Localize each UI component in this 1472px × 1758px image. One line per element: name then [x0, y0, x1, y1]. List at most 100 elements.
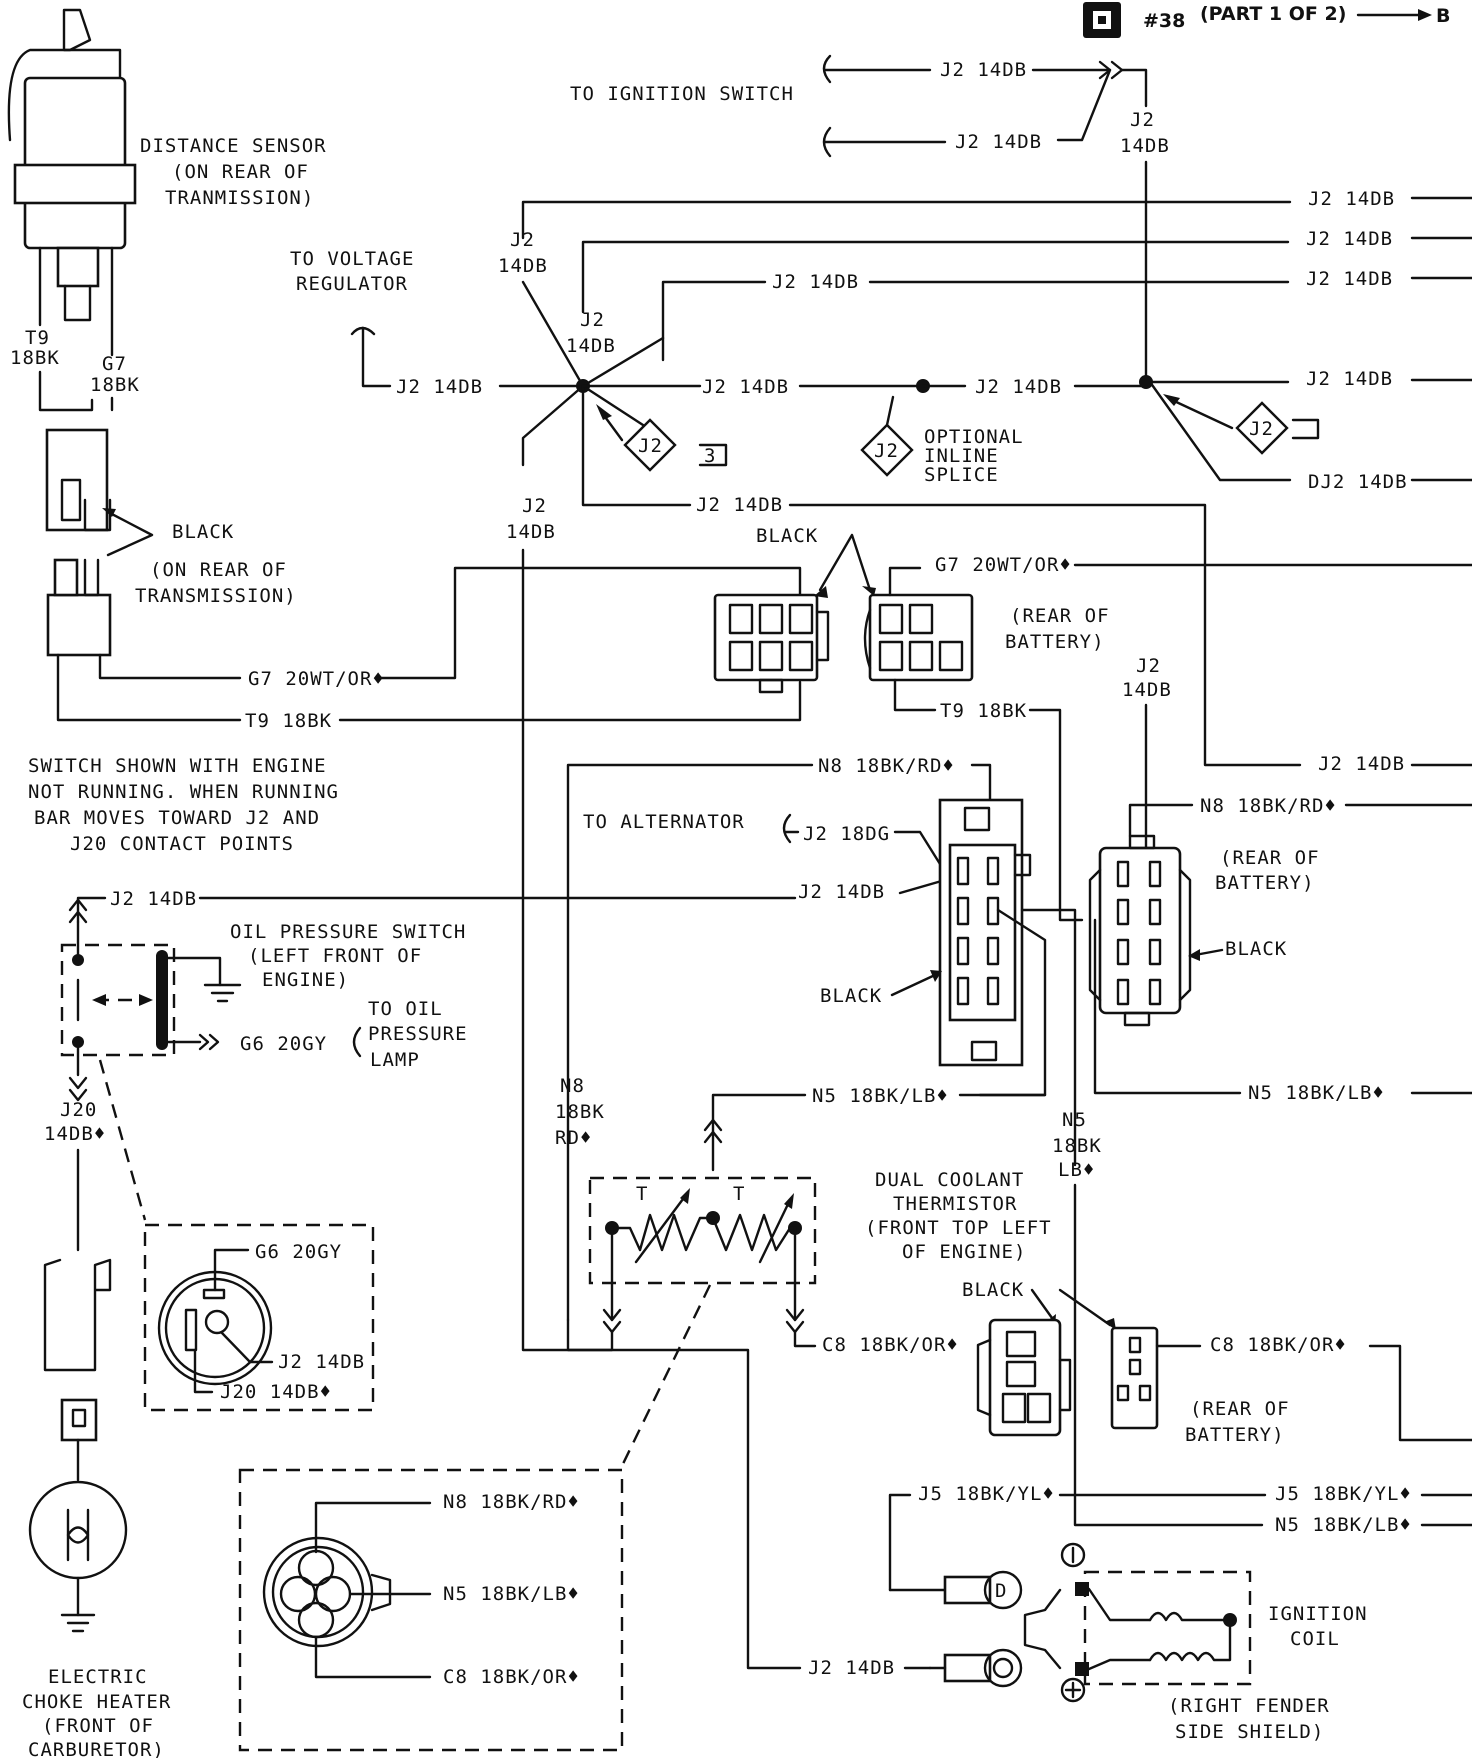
- svg-text:J2 14DB: J2 14DB: [1306, 368, 1393, 390]
- central-splice: J2 14DB J2 14DB TO VOLTAGE REGULATOR J2 …: [290, 229, 1472, 1679]
- svg-text:TRANMISSION): TRANMISSION): [165, 187, 314, 209]
- svg-text:THERMISTOR: THERMISTOR: [893, 1193, 1017, 1215]
- svg-text:G7: G7: [102, 353, 127, 375]
- svg-text:OPTIONAL: OPTIONAL: [924, 426, 1024, 448]
- svg-text:(FRONT TOP LEFT: (FRONT TOP LEFT: [865, 1217, 1052, 1239]
- svg-text:J2 14DB: J2 14DB: [975, 376, 1062, 398]
- svg-text:REGULATOR: REGULATOR: [296, 273, 408, 295]
- svg-text:PRESSURE: PRESSURE: [368, 1023, 468, 1045]
- svg-text:SWITCH SHOWN WITH ENGINE: SWITCH SHOWN WITH ENGINE: [28, 755, 327, 777]
- svg-text:T9 18BK: T9 18BK: [245, 710, 332, 732]
- svg-text:BAR MOVES TOWARD J2 AND: BAR MOVES TOWARD J2 AND: [34, 807, 320, 829]
- svg-text:J2: J2: [1136, 655, 1161, 677]
- svg-text:T9 18BK: T9 18BK: [940, 700, 1027, 722]
- svg-text:INLINE: INLINE: [924, 445, 999, 467]
- svg-text:OIL PRESSURE SWITCH: OIL PRESSURE SWITCH: [230, 921, 466, 943]
- svg-text:DJ2 14DB: DJ2 14DB: [1308, 471, 1408, 493]
- thermistor-connector-detail: N8 18BK/RD♦ N5 18BK/LB♦ C8 18BK/OR♦: [238, 1468, 624, 1752]
- svg-text:LB♦: LB♦: [1058, 1159, 1095, 1181]
- svg-text:DUAL COOLANT: DUAL COOLANT: [875, 1169, 1024, 1191]
- svg-text:T9: T9: [25, 327, 50, 349]
- svg-text:14DB♦: 14DB♦: [44, 1123, 106, 1145]
- svg-text:(REAR OF: (REAR OF: [1190, 1398, 1290, 1420]
- svg-text:3: 3: [704, 445, 716, 467]
- alternator-connector: N8 18BK/RD♦ TO ALTERNATOR J2 18DG J2 14D…: [198, 755, 1472, 1322]
- svg-text:D: D: [995, 1580, 1007, 1602]
- ignition-coil: J5 18BK/YL♦ J5 18BK/YL♦ D IGNITION COIL …: [888, 1483, 1472, 1743]
- svg-text:14DB: 14DB: [1120, 135, 1170, 157]
- part-label: (PART 1 OF 2): [1200, 3, 1346, 25]
- svg-text:J20 CONTACT POINTS: J20 CONTACT POINTS: [70, 833, 294, 855]
- svg-text:N5 18BK/LB♦: N5 18BK/LB♦: [443, 1583, 580, 1605]
- svg-text:N5: N5: [1062, 1109, 1087, 1131]
- svg-text:J2 18DG: J2 18DG: [803, 823, 890, 845]
- svg-text:TO ALTERNATOR: TO ALTERNATOR: [583, 811, 745, 833]
- svg-text:C8 18BK/OR♦: C8 18BK/OR♦: [443, 1666, 580, 1688]
- svg-text:J2: J2: [1249, 418, 1274, 440]
- svg-text:TO OIL: TO OIL: [368, 998, 443, 1020]
- ignition-switch-feed: TO IGNITION SWITCH J2 14DB J2 14DB J2 14…: [570, 54, 1170, 380]
- svg-text:N5 18BK/LB♦: N5 18BK/LB♦: [1248, 1082, 1385, 1104]
- svg-text:TO VOLTAGE: TO VOLTAGE: [290, 248, 414, 270]
- svg-text:(ON REAR OF: (ON REAR OF: [150, 559, 287, 581]
- svg-text:T: T: [636, 1183, 648, 1205]
- svg-text:J2 14DB: J2 14DB: [1318, 753, 1405, 775]
- svg-text:(REAR OF: (REAR OF: [1220, 847, 1320, 869]
- svg-text:N5 18BK/LB♦: N5 18BK/LB♦: [812, 1085, 949, 1107]
- svg-text:OF ENGINE): OF ENGINE): [902, 1241, 1026, 1263]
- svg-text:NOT RUNNING. WHEN RUNNING: NOT RUNNING. WHEN RUNNING: [28, 781, 339, 803]
- svg-text:COIL: COIL: [1290, 1628, 1340, 1650]
- svg-text:G7 20WT/OR♦: G7 20WT/OR♦: [248, 668, 385, 690]
- svg-text:18BK: 18BK: [10, 347, 60, 369]
- svg-text:N8 18BK/RD♦: N8 18BK/RD♦: [818, 755, 955, 777]
- switch-note: SWITCH SHOWN WITH ENGINE NOT RUNNING. WH…: [28, 755, 339, 855]
- svg-text:C8 18BK/OR♦: C8 18BK/OR♦: [822, 1334, 959, 1356]
- distance-sensor: DISTANCE SENSOR (ON REAR OF TRANMISSION)…: [7, 8, 327, 722]
- svg-text:18BK: 18BK: [90, 374, 140, 396]
- svg-text:J2: J2: [510, 229, 535, 251]
- svg-text:G6 20GY: G6 20GY: [240, 1033, 327, 1055]
- svg-text:ENGINE): ENGINE): [262, 969, 349, 991]
- dual-coolant-thermistor: N8 18BK RD♦ N5 18BK/LB♦ T T C8 18BK/OR♦ …: [555, 1075, 1472, 1536]
- svg-text:J2 14DB: J2 14DB: [955, 131, 1042, 153]
- svg-text:J2: J2: [580, 309, 605, 331]
- black-label-center: BLACK: [756, 525, 818, 547]
- svg-text:J5 18BK/YL♦: J5 18BK/YL♦: [1275, 1483, 1412, 1505]
- svg-text:J2: J2: [638, 435, 663, 457]
- svg-text:DISTANCE SENSOR: DISTANCE SENSOR: [140, 135, 327, 157]
- svg-text:J20: J20: [60, 1099, 97, 1121]
- svg-text:J2 14DB: J2 14DB: [1306, 228, 1393, 250]
- svg-text:J2 14DB: J2 14DB: [798, 881, 885, 903]
- svg-text:J2 14DB: J2 14DB: [702, 376, 789, 398]
- svg-text:J2: J2: [874, 440, 899, 462]
- svg-text:(ON REAR OF: (ON REAR OF: [172, 161, 309, 183]
- black-label-right-battery: BLACK: [1225, 938, 1287, 960]
- svg-text:(REAR OF: (REAR OF: [1010, 605, 1110, 627]
- svg-text:18BK: 18BK: [555, 1101, 605, 1123]
- svg-text:14DB: 14DB: [498, 255, 548, 277]
- svg-text:J5 18BK/YL♦: J5 18BK/YL♦: [918, 1483, 1055, 1505]
- svg-text:J2 14DB: J2 14DB: [396, 376, 483, 398]
- center-connector: G7 20WT/OR♦ T9 18BK BLACK G7 20WT/OR♦ T9…: [245, 525, 1472, 922]
- svg-text:N8 18BK/RD♦: N8 18BK/RD♦: [1200, 795, 1337, 817]
- svg-text:J2 14DB: J2 14DB: [940, 59, 1027, 81]
- destination-letter: B: [1436, 5, 1450, 27]
- svg-text:(FRONT OF: (FRONT OF: [42, 1715, 154, 1737]
- svg-text:CARBURETOR): CARBURETOR): [28, 1739, 165, 1758]
- svg-text:18BK: 18BK: [1052, 1135, 1102, 1157]
- svg-text:14DB: 14DB: [1122, 679, 1172, 701]
- svg-text:J2 14DB: J2 14DB: [808, 1657, 895, 1679]
- svg-text:J2 14DB: J2 14DB: [696, 494, 783, 516]
- svg-text:N8: N8: [560, 1075, 585, 1097]
- svg-text:J2: J2: [1130, 109, 1155, 131]
- svg-text:J2: J2: [522, 495, 547, 517]
- svg-text:TRANSMISSION): TRANSMISSION): [135, 585, 297, 607]
- svg-text:J2 14DB: J2 14DB: [1306, 268, 1393, 290]
- svg-text:LAMP: LAMP: [370, 1049, 420, 1071]
- svg-text:J2 14DB: J2 14DB: [278, 1351, 365, 1373]
- svg-text:RD♦: RD♦: [555, 1127, 592, 1149]
- svg-text:C8 18BK/OR♦: C8 18BK/OR♦: [1210, 1334, 1347, 1356]
- oil-pressure-switch: J2 14DB G6 20GY OIL PRESSURE SWITCH (LEF…: [44, 888, 468, 1221]
- svg-text:J2 14DB: J2 14DB: [772, 271, 859, 293]
